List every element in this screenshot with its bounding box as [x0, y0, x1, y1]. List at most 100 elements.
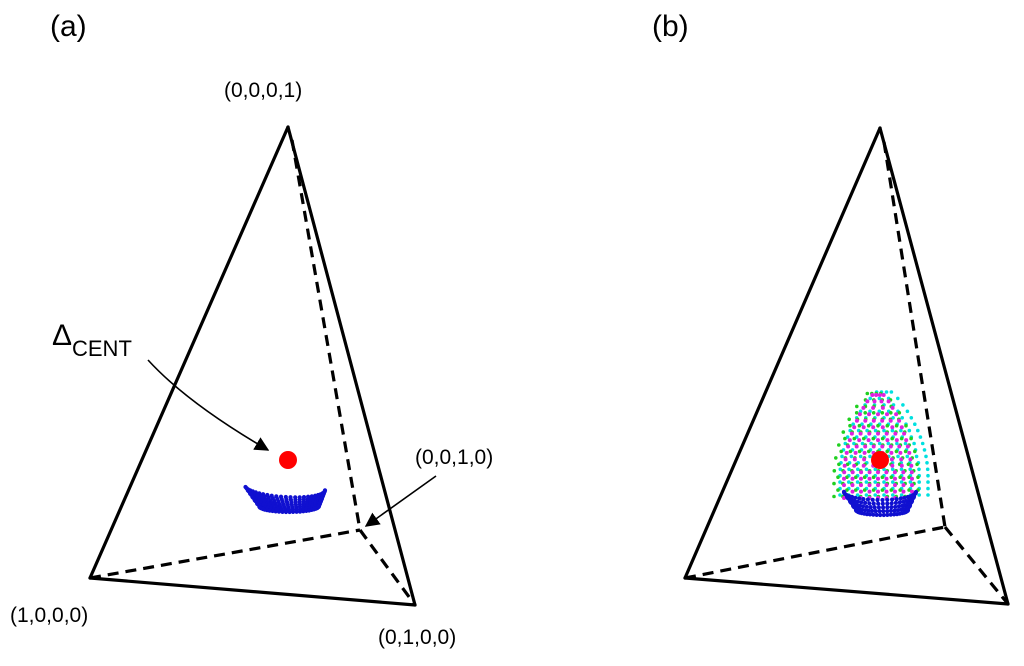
magenta-point: [858, 431, 863, 436]
green-point: [889, 475, 894, 480]
cap-point: [863, 508, 868, 513]
cyan-point: [858, 454, 863, 459]
magenta-point: [847, 438, 852, 443]
magenta-point: [859, 483, 863, 488]
magenta-point: [893, 431, 898, 436]
cyan-point: [901, 403, 905, 407]
magenta-point: [866, 438, 871, 443]
green-point: [862, 436, 866, 441]
magenta-point: [846, 444, 851, 449]
green-point: [897, 411, 902, 415]
cyan-point: [899, 493, 904, 497]
cap-point: [871, 512, 876, 517]
green-point: [834, 456, 838, 460]
green-point: [871, 411, 876, 415]
magenta-point: [876, 489, 880, 494]
cap-point: [888, 508, 894, 513]
cap-point: [885, 509, 890, 514]
cyan-point: [891, 493, 895, 497]
green-point: [836, 475, 840, 480]
magenta-point: [899, 425, 904, 430]
magenta-point: [867, 476, 872, 481]
cap-point: [875, 497, 880, 503]
cap-point: [889, 501, 894, 506]
magenta-point: [871, 418, 876, 423]
magenta-point: [899, 463, 904, 468]
magenta-point: [880, 405, 885, 410]
cap-point: [909, 498, 915, 504]
edge-left-right: [88, 576, 417, 607]
edge-left-back: [89, 528, 361, 580]
green-point: [854, 475, 858, 480]
magenta-point: [880, 425, 885, 430]
cap-point: [863, 500, 868, 505]
green-point: [889, 488, 894, 492]
green-point: [832, 469, 837, 473]
cyan-point: [882, 493, 886, 497]
magenta-point: [862, 457, 867, 462]
cap-point: [885, 505, 890, 510]
cyan-point: [860, 422, 864, 427]
green-point: [889, 411, 893, 415]
magenta-point: [877, 393, 882, 397]
magenta-point: [867, 489, 872, 494]
green-point: [857, 423, 862, 428]
cyan-point: [922, 448, 927, 452]
magenta-point: [910, 476, 914, 481]
cyan-point: [840, 454, 844, 459]
green-point: [885, 449, 889, 454]
cap-point: [853, 495, 858, 500]
cap-point: [911, 494, 917, 499]
magenta-point: [894, 412, 899, 417]
green-point: [899, 436, 904, 441]
magenta-point: [867, 412, 871, 417]
cyan-point: [868, 396, 872, 401]
cyan-point: [900, 416, 904, 420]
magenta-point: [871, 425, 876, 430]
cap-point: [870, 497, 875, 502]
magenta-point: [908, 457, 913, 462]
green-point: [845, 488, 849, 492]
edge-left-right: [683, 576, 1010, 606]
point-cloud-surfaces: [832, 390, 930, 518]
cyan-point: [899, 428, 903, 433]
edge-top-back: [290, 139, 362, 531]
cyan-point: [899, 480, 904, 484]
edge-top-right: [878, 126, 1010, 606]
green-point: [880, 436, 885, 441]
cap-point: [867, 501, 872, 506]
cap-point: [880, 501, 885, 506]
magenta-point: [890, 425, 895, 430]
cap-point: [861, 504, 866, 509]
cap-point: [276, 509, 282, 514]
green-point: [880, 475, 885, 480]
green-point: [890, 436, 894, 441]
green-point: [862, 488, 867, 492]
magenta-point: [888, 418, 893, 423]
green-point: [854, 411, 859, 415]
green-point: [907, 488, 911, 492]
magenta-point: [863, 418, 868, 423]
green-point: [880, 411, 885, 415]
magenta-point: [902, 431, 907, 436]
cyan-point: [891, 416, 895, 420]
magenta-point: [852, 425, 857, 430]
magenta-point: [842, 476, 846, 481]
magenta-point: [859, 489, 863, 494]
cap-point: [897, 500, 902, 505]
cap-point: [871, 501, 876, 506]
tetrahedron-a: [88, 125, 417, 607]
green-point: [876, 423, 880, 428]
cyan-point: [838, 493, 842, 497]
cyan-point: [926, 486, 930, 491]
edge-top-right: [286, 125, 417, 607]
green-point: [862, 475, 867, 480]
cap-point: [873, 509, 878, 514]
green-point: [915, 462, 919, 467]
cyan-point: [912, 441, 916, 446]
cyan-point: [909, 416, 914, 420]
cap-point: [864, 504, 869, 509]
cap-point: [297, 509, 303, 514]
cyan-point: [864, 467, 869, 472]
